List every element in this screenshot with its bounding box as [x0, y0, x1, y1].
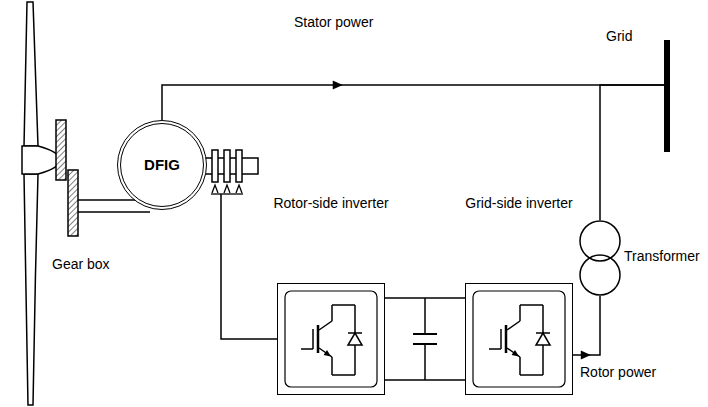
edge-label: Rotor power	[578, 364, 658, 381]
transformer-symbol	[578, 220, 622, 296]
shaft	[78, 211, 150, 213]
igbt-symbol	[473, 291, 565, 387]
inverter-box: Grid-side inverter	[450, 195, 588, 395]
node-heading: Grid	[606, 28, 632, 45]
connector-group	[162, 81, 664, 121]
capacitor-plate	[413, 333, 437, 335]
slip-ring	[224, 150, 230, 182]
inverter-box: Rotor-side inverter	[262, 195, 400, 395]
node-label: DFIG	[144, 156, 180, 174]
connector	[221, 194, 277, 339]
winding-circle	[580, 255, 620, 295]
connector	[162, 85, 664, 120]
gear	[68, 170, 78, 236]
brush	[236, 185, 242, 193]
grid-bus: Grid	[606, 28, 672, 152]
brush	[212, 185, 218, 193]
capacitor-wire	[424, 344, 426, 380]
node-heading: Rotor-side inverter	[262, 195, 400, 212]
brush-bar	[211, 193, 243, 194]
node-label: Rotor-side inverter	[262, 195, 400, 212]
connector	[385, 297, 465, 299]
slip-ring	[236, 150, 242, 182]
brush	[224, 185, 230, 193]
inverter-box-outline	[277, 283, 385, 395]
slip-ring	[212, 150, 218, 182]
connector	[573, 296, 600, 355]
transformer-outline	[578, 220, 622, 296]
arrowhead	[333, 81, 343, 90]
part-label: Gear box	[50, 256, 112, 273]
connector	[600, 85, 664, 220]
arrowhead	[581, 351, 591, 360]
hub	[22, 146, 60, 174]
grid-bus-outline	[664, 40, 670, 152]
edge-label: Stator power	[292, 14, 375, 31]
node-label: Grid-side inverter	[450, 195, 588, 212]
blade	[24, 174, 38, 405]
node-heading: Transformer	[624, 248, 700, 265]
generator-circle: DFIG	[117, 120, 207, 210]
connector-group	[385, 298, 465, 299]
igbt-symbol	[285, 291, 377, 387]
connector-group	[573, 296, 600, 360]
node-label: Transformer	[624, 248, 700, 265]
connector-group	[221, 194, 277, 339]
gear	[56, 120, 66, 180]
connector-group	[600, 85, 664, 220]
capacitor-wire	[424, 298, 426, 334]
node-label: Grid	[606, 28, 632, 45]
transformer: Transformer	[578, 220, 706, 296]
blade	[24, 2, 38, 146]
node-heading: Grid-side inverter	[450, 195, 588, 212]
inverter-box-outline	[465, 283, 573, 395]
